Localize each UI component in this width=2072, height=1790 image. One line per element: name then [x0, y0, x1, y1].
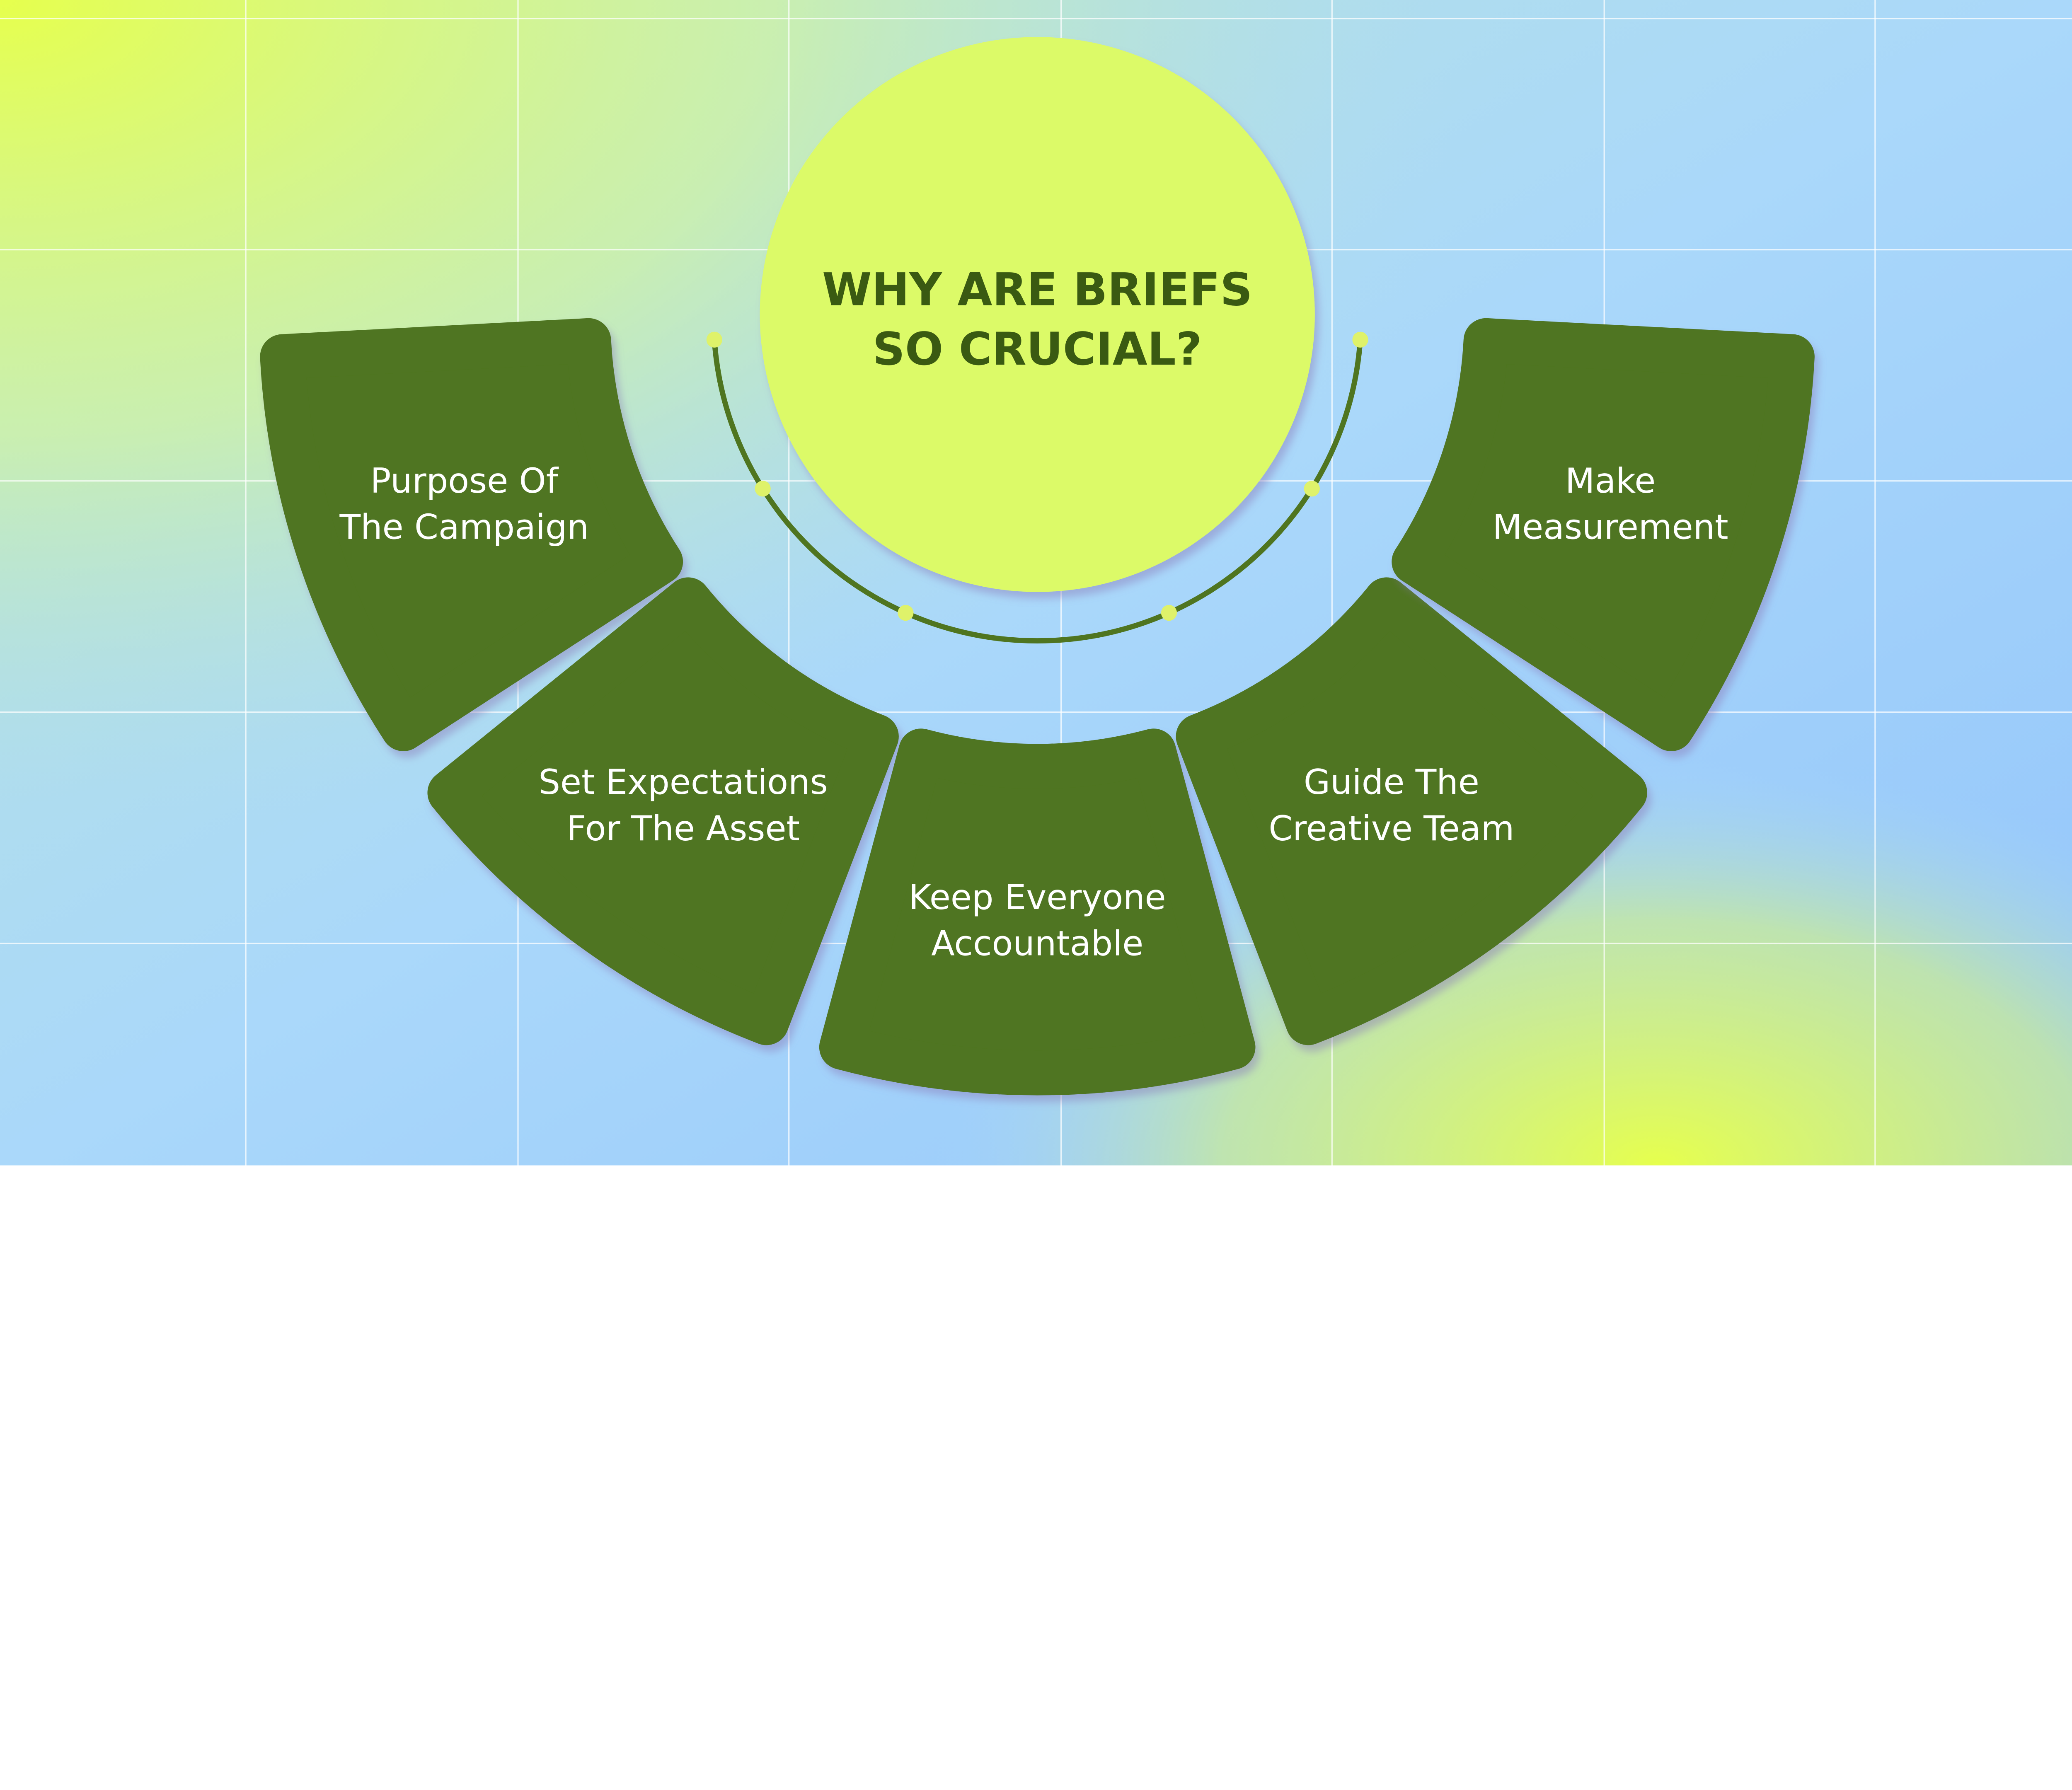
title-line-1: WHY ARE BRIEFS	[822, 264, 1252, 316]
connector-dot	[1161, 605, 1177, 621]
segment-label-accountable-line-2: Accountable	[931, 923, 1143, 963]
connector-dot	[706, 331, 722, 348]
segment-expectations	[427, 577, 899, 1045]
segment-accountable	[819, 728, 1256, 1096]
connector-dot	[898, 605, 914, 621]
center-circle	[760, 37, 1315, 592]
connector-dot	[1352, 331, 1368, 348]
segment-measurement	[1392, 318, 1815, 751]
segment-label-guide-line-2: Creative Team	[1268, 808, 1514, 849]
connector-dot	[755, 481, 771, 497]
connector-dot	[1304, 481, 1320, 497]
segment-label-measurement-line-2: Measurement	[1493, 507, 1728, 547]
segment-guide	[1176, 577, 1647, 1045]
segment-purpose	[260, 318, 683, 751]
segment-label-expectations-line-2: For The Asset	[566, 808, 800, 849]
segment-label-purpose-line-2: The Campaign	[339, 507, 589, 547]
segments	[260, 318, 1815, 1096]
segment-label-measurement-line-1: Make	[1565, 461, 1656, 501]
title-line-2: SO CRUCIAL?	[873, 323, 1202, 375]
connector-arc	[706, 331, 1368, 643]
infographic: WHY ARE BRIEFS SO CRUCIAL? Purpose Of The…	[0, 0, 2072, 1166]
segment-label-guide-line-1: Guide The	[1304, 762, 1479, 802]
segment-label-expectations-line-1: Set Expectations	[538, 762, 828, 802]
segment-label-purpose-line-1: Purpose Of	[370, 461, 559, 501]
segment-label-accountable-line-1: Keep Everyone	[909, 877, 1166, 917]
